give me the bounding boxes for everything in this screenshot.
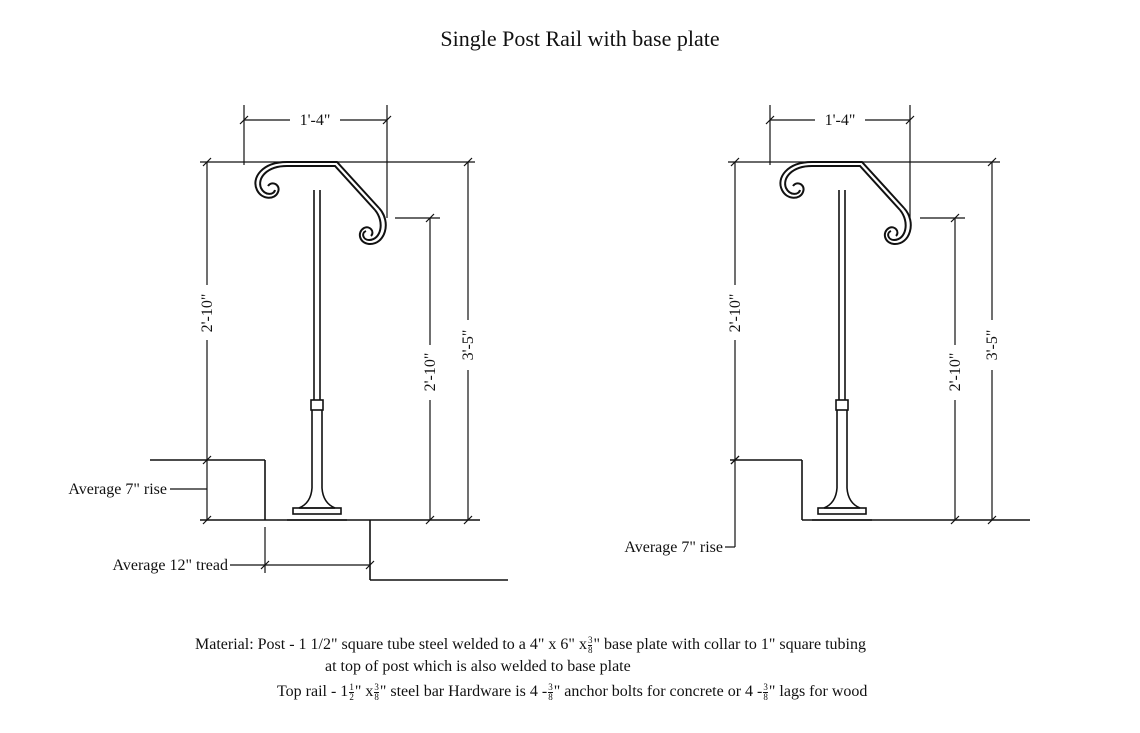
material-base-plate-text: " base plate with collar to 1" square tu… [593,636,866,654]
material-line-1: Material: Post - 1 1/2" square tube stee… [195,636,866,655]
left-railing [254,161,387,521]
material-line-2: at top of post which is also welded to b… [325,658,631,675]
material-label: Material: [195,636,254,654]
right-railing [779,161,912,521]
hardware-text: " steel bar Hardware is 4 - [379,683,548,701]
right-rail-height-dimension: 2'-10" [947,353,964,392]
right-total-height-dimension: 3'-5" [984,330,1001,361]
top-rail-text: Top rail - 1 [277,683,349,701]
left-rail-height-dimension: 2'-10" [422,353,439,392]
left-width-dimension: 1'-4" [300,112,331,129]
top-rail-text-x: " x [354,683,374,701]
left-tread-label: Average 12" tread [112,557,228,574]
anchor-bolts-text: " anchor bolts for concrete or 4 - [553,683,763,701]
right-width-dimension: 1'-4" [825,112,856,129]
left-height-dimension: 2'-10" [199,294,216,333]
left-rise-label: Average 7" rise [68,481,167,498]
right-height-dimension: 2'-10" [727,294,744,333]
material-post-text: Post - 1 1/2" square tube steel welded t… [257,636,587,654]
right-rise-label: Average 7" rise [624,539,723,556]
lags-text: " lags for wood [768,683,868,701]
left-total-height-dimension: 3'-5" [460,330,477,361]
diagram-title: Single Post Rail with base plate [440,26,720,51]
right-drawing: 1'-4" 2'-10" 2'-10" 3'-5" Average 7" ris… [624,105,1030,556]
left-drawing: 1'-4" 2'-10" 2'-10" 3'-5" Average 7" ris… [68,105,508,581]
